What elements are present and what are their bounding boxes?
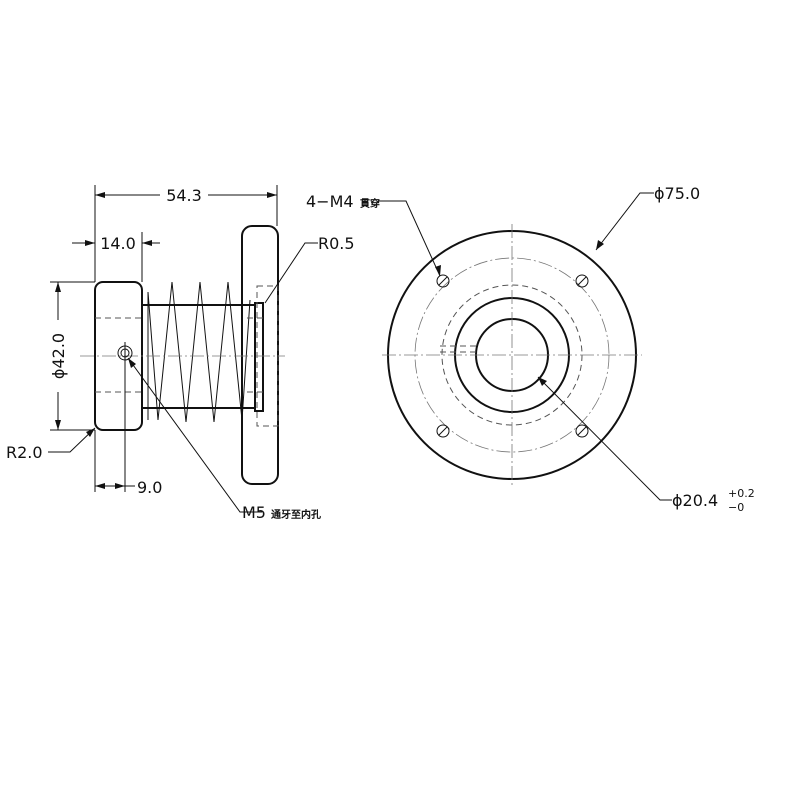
outer-diameter-label: ϕ75.0 <box>654 184 700 203</box>
fillet-radius-label: R0.5 <box>318 234 355 253</box>
dim-head-diameter: ϕ42.0 <box>49 281 95 431</box>
flange-side <box>241 225 279 485</box>
bolt-holes-note-label: 貫穿 <box>360 197 380 210</box>
bolt-hole-bottom-left <box>436 424 450 438</box>
head-length-label: 14.0 <box>100 234 136 253</box>
leader-bolt-holes: 4−M4 貫穿 <box>306 192 441 277</box>
bolt-hole-bottom-right <box>575 424 589 438</box>
leader-edge-radius: R2.0 <box>6 427 96 462</box>
leader-bore-diameter: ϕ20.4 +0.2 −0 <box>537 376 755 514</box>
leader-thread: M5 通牙至内孔 <box>127 357 321 522</box>
neck <box>254 302 264 412</box>
spring <box>147 281 251 423</box>
hole-offset-label: 9.0 <box>137 478 162 497</box>
bolt-hole-top-left <box>436 274 450 288</box>
thread-note-label: 通牙至内孔 <box>271 508 321 521</box>
head-diameter-label: ϕ42.0 <box>49 333 68 379</box>
bore-tolerance-lower: −0 <box>728 501 744 514</box>
bore-tolerance-upper: +0.2 <box>728 487 755 500</box>
bolt-holes-label: 4−M4 <box>306 192 354 211</box>
leader-fillet: R0.5 <box>264 234 355 304</box>
edge-radius-label: R2.0 <box>6 443 43 462</box>
front-view <box>382 224 642 486</box>
dim-head-length: 14.0 <box>72 232 160 282</box>
side-view <box>80 225 285 485</box>
dim-hole-offset: 9.0 <box>94 364 162 497</box>
leader-outer-diameter: ϕ75.0 <box>595 184 700 251</box>
bore-diameter-label: ϕ20.4 <box>672 491 718 510</box>
thread-callout-label: M5 <box>242 503 266 522</box>
overall-length-label: 54.3 <box>166 186 202 205</box>
bolt-hole-top-right <box>575 274 589 288</box>
